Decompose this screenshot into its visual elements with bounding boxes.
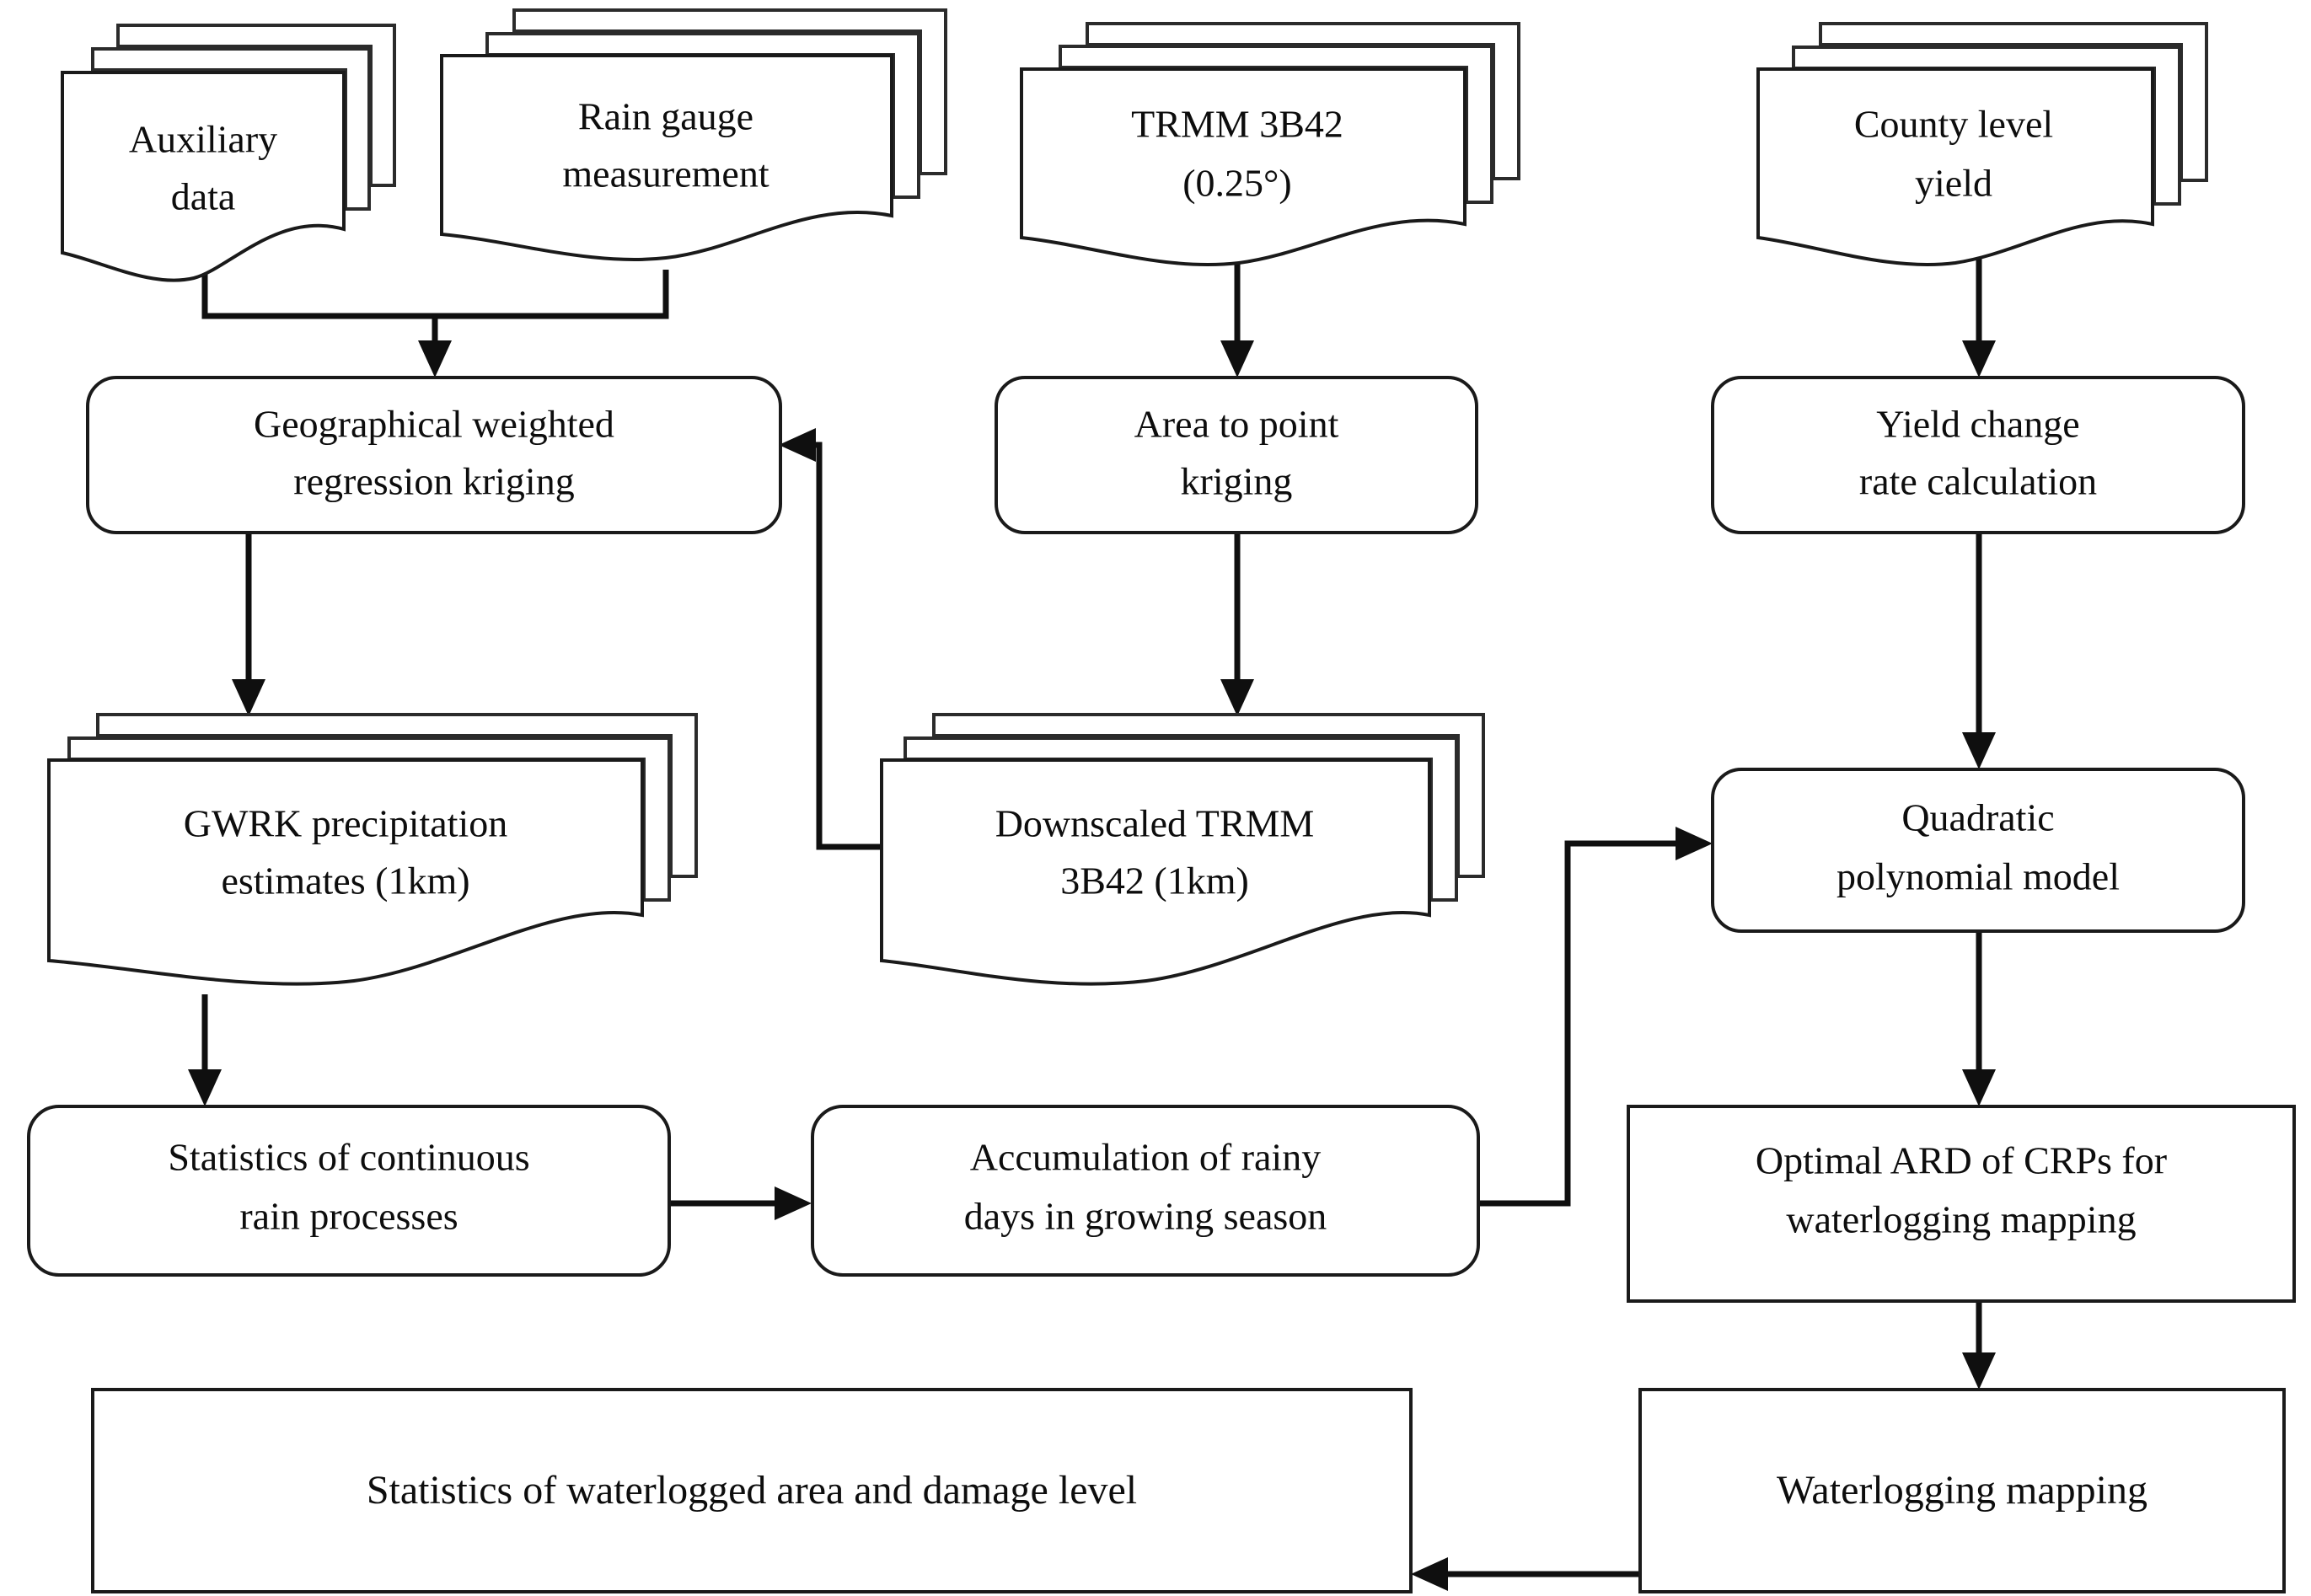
county-level-yield-line-2: yield xyxy=(1915,162,1992,205)
node-optimal-ard-crps[interactable]: Optimal ARD of CRPs for waterlogging map… xyxy=(1627,1105,2296,1303)
node-trmm-3b42[interactable]: TRMM 3B42 (0.25°) xyxy=(1020,22,1520,266)
waterlogging-mapping-line-1: Waterlogging mapping xyxy=(1777,1468,2147,1513)
accumulation-line-1: Accumulation of rainy xyxy=(970,1136,1321,1179)
edge-accumulation-to-qpm xyxy=(1478,827,1713,1207)
node-yield-change-rate[interactable]: Yield change rate calculation xyxy=(1711,376,2245,534)
edge-estimates-to-stats xyxy=(188,994,222,1106)
edge-ycr-to-qpm xyxy=(1962,533,1996,769)
area-to-point-line-1: Area to point xyxy=(1134,403,1339,446)
node-statistics-continuous-rain[interactable]: Statistics of continuous rain processes xyxy=(27,1105,671,1277)
stats-rain-line-1: Statistics of continuous xyxy=(168,1136,529,1179)
node-quadratic-polynomial-model[interactable]: Quadratic polynomial model xyxy=(1711,768,2245,933)
downscaled-trmm-line-1: Downscaled TRMM xyxy=(995,802,1315,845)
node-waterlogging-mapping[interactable]: Waterlogging mapping xyxy=(1638,1388,2286,1593)
edge-gwrk-to-estimates xyxy=(232,533,265,716)
node-statistics-waterlogged-area[interactable]: Statistics of waterlogged area and damag… xyxy=(91,1388,1413,1593)
rain-gauge-line-1: Rain gauge xyxy=(578,95,753,138)
node-gwrk-precipitation-estimates[interactable]: GWRK precipitation estimates (1km) xyxy=(47,713,698,986)
node-auxiliary-data[interactable]: Auxiliary data xyxy=(61,24,396,282)
edge-downscaled-to-gwrk xyxy=(779,428,882,850)
edge-stats-to-accumulation xyxy=(669,1186,812,1220)
edge-ard-to-mapping xyxy=(1962,1301,1996,1390)
qpm-line-2: polynomial model xyxy=(1836,855,2120,898)
optimal-ard-line-2: waterlogging mapping xyxy=(1786,1198,2136,1241)
node-county-level-yield[interactable]: County level yield xyxy=(1756,22,2208,266)
node-accumulation-rainy-days[interactable]: Accumulation of rainy days in growing se… xyxy=(811,1105,1480,1277)
auxiliary-data-line-1: Auxiliary xyxy=(129,118,277,161)
stats-waterlogged-line-1: Statistics of waterlogged area and damag… xyxy=(367,1468,1137,1513)
trmm-3b42-line-1: TRMM 3B42 xyxy=(1131,103,1343,146)
gwrk-line-1: Geographical weighted xyxy=(254,403,614,446)
optimal-ard-line-1: Optimal ARD of CRPs for xyxy=(1756,1139,2167,1182)
auxiliary-data-line-2: data xyxy=(171,175,236,218)
accumulation-line-2: days in growing season xyxy=(964,1195,1327,1238)
gwrk-estimates-line-2: estimates (1km) xyxy=(221,860,469,902)
node-rain-gauge-measurement[interactable]: Rain gauge measurement xyxy=(440,8,947,261)
trmm-3b42-line-2: (0.25°) xyxy=(1182,162,1292,205)
yield-change-line-2: rate calculation xyxy=(1859,460,2097,503)
node-gwrk[interactable]: Geographical weighted regression kriging xyxy=(86,376,782,534)
node-area-to-point-kriging[interactable]: Area to point kriging xyxy=(995,376,1478,534)
gwrk-line-2: regression kriging xyxy=(293,460,574,503)
qpm-line-1: Quadratic xyxy=(1901,796,2054,839)
stats-rain-line-2: rain processes xyxy=(239,1195,458,1238)
rain-gauge-line-2: measurement xyxy=(562,153,769,195)
downscaled-trmm-line-2: 3B42 (1km) xyxy=(1060,860,1249,902)
gwrk-estimates-line-1: GWRK precipitation xyxy=(184,802,508,845)
node-downscaled-trmm[interactable]: Downscaled TRMM 3B42 (1km) xyxy=(880,713,1485,986)
county-level-yield-line-1: County level xyxy=(1854,103,2053,146)
yield-change-line-1: Yield change xyxy=(1876,403,2079,446)
edge-qpm-to-ard xyxy=(1962,930,1996,1106)
edge-atpk-to-downscaled xyxy=(1220,533,1254,716)
edge-aux-rain-to-gwrk xyxy=(201,270,669,378)
area-to-point-line-2: kriging xyxy=(1181,460,1293,503)
